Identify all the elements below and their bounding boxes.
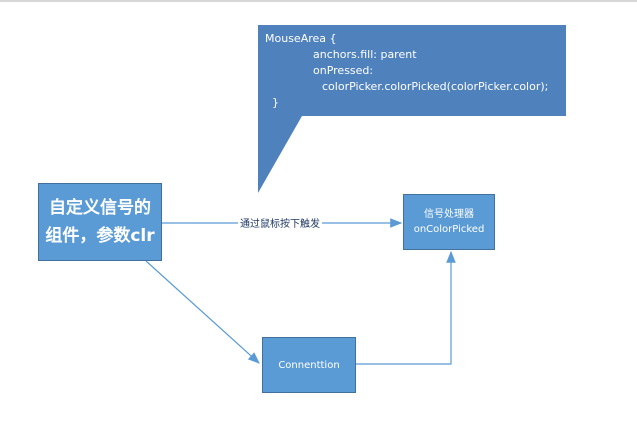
arrow-signal-to-connection <box>145 260 260 364</box>
code-callout-shape <box>258 25 566 193</box>
top-border-line <box>0 0 637 2</box>
code-line-1: MouseArea { <box>265 32 337 45</box>
code-line-2: anchors.fill: parent <box>313 48 417 61</box>
connection-label: Connenttion <box>278 359 340 371</box>
signal-component-node: 自定义信号的 组件，参数clr <box>38 183 162 261</box>
handler-line2: onColorPicked <box>413 224 485 235</box>
code-line-3: onPressed: <box>313 64 374 77</box>
arrow-connection-to-handler <box>356 250 456 365</box>
code-line-4: colorPicker.colorPicked(colorPicker.colo… <box>322 80 549 93</box>
trigger-edge-label: 通过鼠标按下触发 <box>238 215 322 230</box>
signal-handler-node: 信号处理器 onColorPicked <box>403 194 495 250</box>
code-line-5: } <box>272 96 279 109</box>
handler-line1: 信号处理器 <box>424 209 474 220</box>
connection-node: Connenttion <box>262 337 356 393</box>
signal-component-line2: 组件，参数clr <box>45 226 155 246</box>
signal-component-line1: 自定义信号的 <box>49 198 151 218</box>
